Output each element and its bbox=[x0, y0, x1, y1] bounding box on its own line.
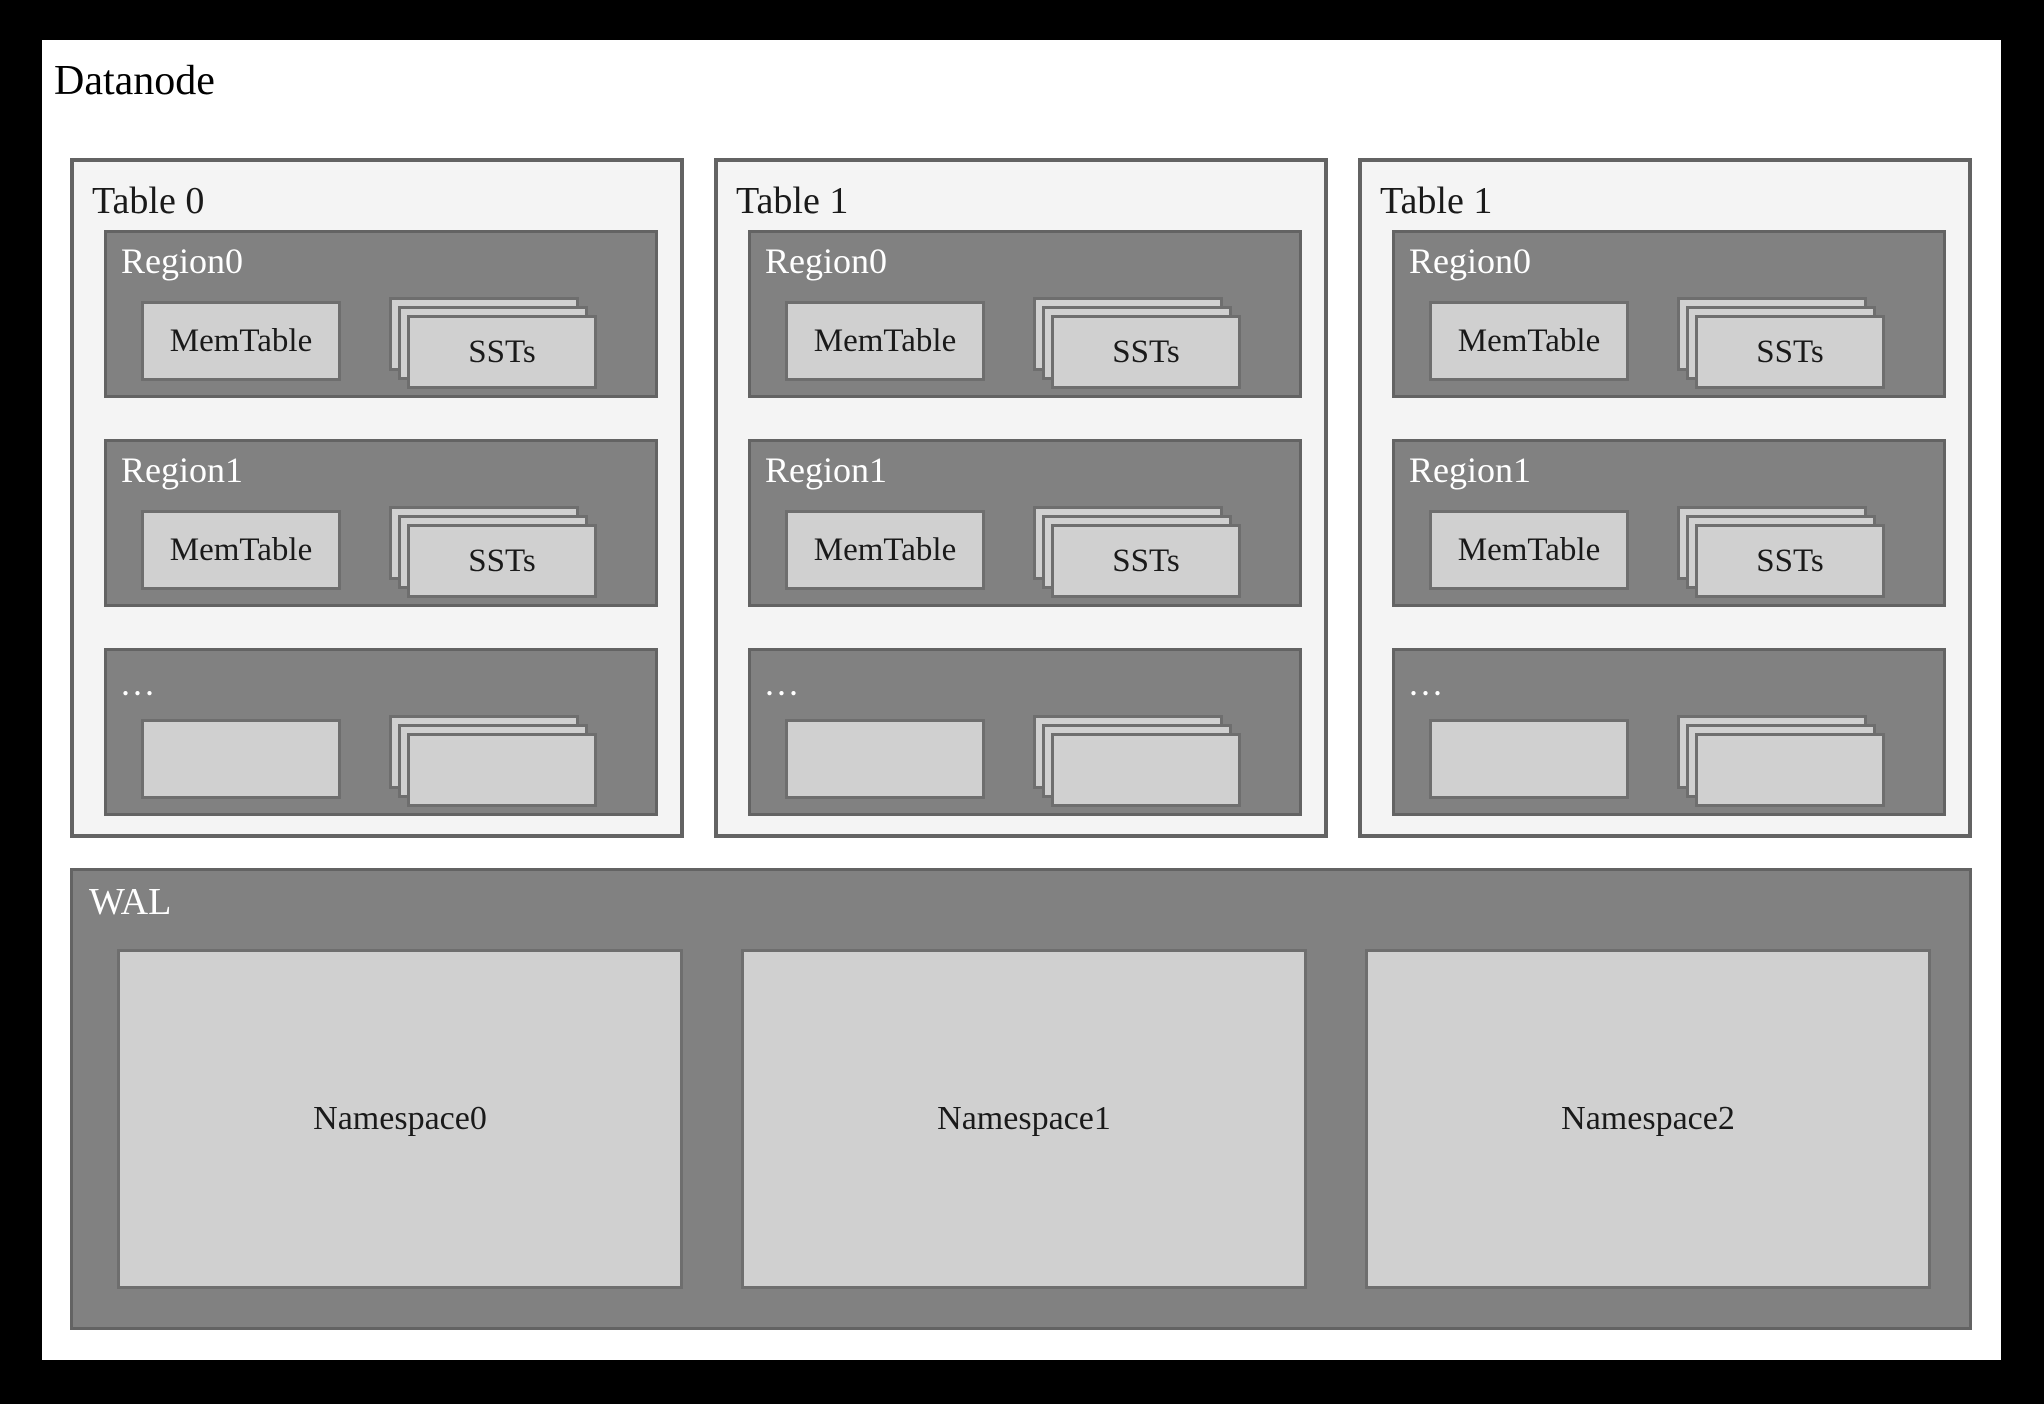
region-label-ellipsis: ... bbox=[765, 663, 801, 703]
sst-stack[interactable]: SSTs bbox=[1033, 297, 1243, 389]
sst-card-front: SSTs bbox=[1051, 524, 1241, 598]
sst-card-front: SSTs bbox=[407, 315, 597, 389]
region-inner: MemTable SSTs bbox=[141, 297, 637, 389]
region-box-1[interactable]: Region1 MemTable SSTs bbox=[104, 439, 658, 607]
tables-row: Table 0 Region0 MemTable SSTs Region1 bbox=[70, 158, 1972, 838]
sst-stack[interactable]: SSTs bbox=[389, 297, 599, 389]
region-inner bbox=[785, 715, 1281, 807]
sst-stack[interactable]: SSTs bbox=[389, 506, 599, 598]
region-label: Region1 bbox=[1409, 450, 1531, 490]
sst-card-front: SSTs bbox=[1695, 315, 1885, 389]
region-inner: MemTable SSTs bbox=[1429, 506, 1925, 598]
region-box-more[interactable]: ... bbox=[104, 648, 658, 816]
region-label: Region0 bbox=[121, 241, 243, 281]
datanode-title: Datanode bbox=[54, 58, 215, 104]
region-inner: MemTable SSTs bbox=[1429, 297, 1925, 389]
regions-stack: Region0 MemTable SSTs Region1 MemTable bbox=[104, 230, 658, 816]
region-label: Region1 bbox=[765, 450, 887, 490]
sst-card-front: SSTs bbox=[1695, 524, 1885, 598]
memtable-box[interactable]: MemTable bbox=[141, 301, 341, 381]
table-label: Table 0 bbox=[92, 180, 205, 222]
sst-stack[interactable]: SSTs bbox=[1677, 297, 1887, 389]
namespace-box-0[interactable]: Namespace0 bbox=[117, 949, 683, 1289]
region-box-more[interactable]: ... bbox=[748, 648, 1302, 816]
sst-stack[interactable] bbox=[389, 715, 599, 807]
region-box-0[interactable]: Region0 MemTable SSTs bbox=[104, 230, 658, 398]
sst-stack[interactable] bbox=[1677, 715, 1887, 807]
region-label-ellipsis: ... bbox=[121, 663, 157, 703]
memtable-box[interactable] bbox=[785, 719, 985, 799]
region-box-0[interactable]: Region0 MemTable SSTs bbox=[748, 230, 1302, 398]
table-box-2[interactable]: Table 1 Region0 MemTable SSTs Region1 bbox=[1358, 158, 1972, 838]
region-box-0[interactable]: Region0 MemTable SSTs bbox=[1392, 230, 1946, 398]
region-inner: MemTable SSTs bbox=[785, 297, 1281, 389]
region-inner bbox=[1429, 715, 1925, 807]
memtable-box[interactable]: MemTable bbox=[1429, 301, 1629, 381]
sst-stack[interactable]: SSTs bbox=[1033, 506, 1243, 598]
region-inner: MemTable SSTs bbox=[785, 506, 1281, 598]
sst-card-front bbox=[1051, 733, 1241, 807]
table-box-1[interactable]: Table 1 Region0 MemTable SSTs Region1 bbox=[714, 158, 1328, 838]
wal-label: WAL bbox=[89, 881, 172, 923]
memtable-box[interactable]: MemTable bbox=[785, 301, 985, 381]
memtable-box[interactable]: MemTable bbox=[141, 510, 341, 590]
region-box-1[interactable]: Region1 MemTable SSTs bbox=[1392, 439, 1946, 607]
wal-box[interactable]: WAL Namespace0 Namespace1 Namespace2 bbox=[70, 868, 1972, 1330]
regions-stack: Region0 MemTable SSTs Region1 MemTable bbox=[748, 230, 1302, 816]
regions-stack: Region0 MemTable SSTs Region1 MemTable bbox=[1392, 230, 1946, 816]
table-box-0[interactable]: Table 0 Region0 MemTable SSTs Region1 bbox=[70, 158, 684, 838]
namespace-box-1[interactable]: Namespace1 bbox=[741, 949, 1307, 1289]
namespace-box-2[interactable]: Namespace2 bbox=[1365, 949, 1931, 1289]
table-label: Table 1 bbox=[1380, 180, 1493, 222]
region-label-ellipsis: ... bbox=[1409, 663, 1445, 703]
region-label: Region1 bbox=[121, 450, 243, 490]
region-inner bbox=[141, 715, 637, 807]
region-box-1[interactable]: Region1 MemTable SSTs bbox=[748, 439, 1302, 607]
datanode-container: Datanode Table 0 Region0 MemTable SSTs bbox=[42, 40, 2001, 1360]
table-label: Table 1 bbox=[736, 180, 849, 222]
namespaces-row: Namespace0 Namespace1 Namespace2 bbox=[117, 949, 1931, 1289]
memtable-box[interactable]: MemTable bbox=[785, 510, 985, 590]
sst-stack[interactable]: SSTs bbox=[1677, 506, 1887, 598]
sst-card-front bbox=[1695, 733, 1885, 807]
memtable-box[interactable] bbox=[141, 719, 341, 799]
memtable-box[interactable]: MemTable bbox=[1429, 510, 1629, 590]
sst-card-front: SSTs bbox=[1051, 315, 1241, 389]
sst-card-front: SSTs bbox=[407, 524, 597, 598]
region-label: Region0 bbox=[765, 241, 887, 281]
region-inner: MemTable SSTs bbox=[141, 506, 637, 598]
memtable-box[interactable] bbox=[1429, 719, 1629, 799]
sst-stack[interactable] bbox=[1033, 715, 1243, 807]
region-box-more[interactable]: ... bbox=[1392, 648, 1946, 816]
region-label: Region0 bbox=[1409, 241, 1531, 281]
sst-card-front bbox=[407, 733, 597, 807]
